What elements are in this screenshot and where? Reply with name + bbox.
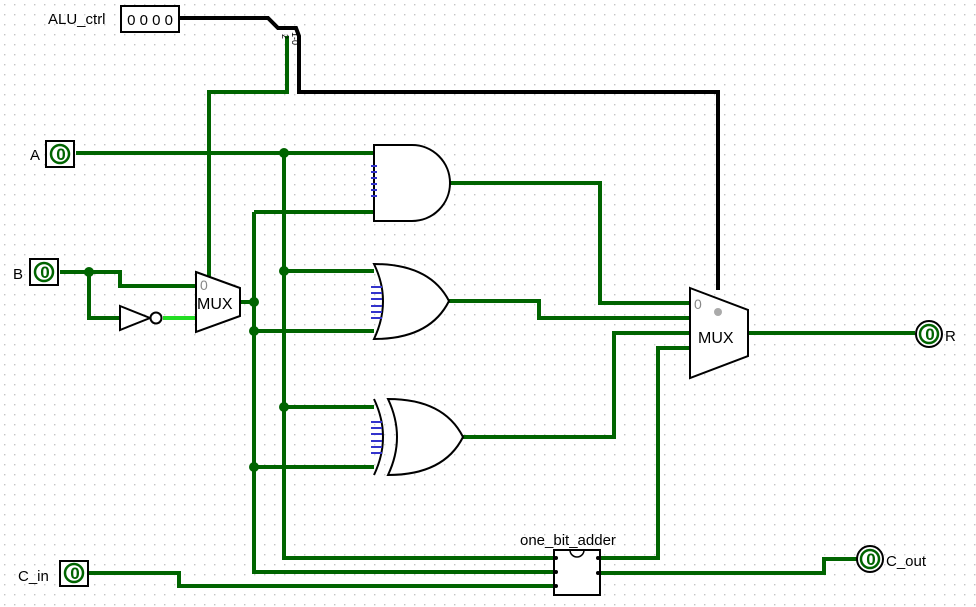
and-gate[interactable]: [371, 144, 451, 222]
adder-port: [554, 556, 558, 560]
c-in-label: C_in: [18, 568, 49, 585]
or-input-stubs: [371, 286, 382, 319]
bus-splitter[interactable]: 2 1-0: [280, 32, 300, 45]
junction-dot: [249, 297, 259, 307]
junction-dot: [84, 267, 94, 277]
alu-ctrl-bus[interactable]: [180, 16, 720, 290]
junction-dot: [279, 402, 289, 412]
wire-a-vertical[interactable]: [282, 153, 558, 560]
splitter-bit-label: 2: [280, 34, 290, 39]
wire-ctrl-bit2[interactable]: [207, 36, 289, 283]
wire-and-out[interactable]: [449, 181, 690, 305]
b-mux-index-0: 0: [200, 277, 208, 293]
wire-xor-out[interactable]: [463, 331, 690, 439]
adder-box: [553, 549, 601, 596]
alu-ctrl-value: 0 0 0 0: [127, 12, 173, 29]
xor-gate[interactable]: [371, 397, 465, 477]
or-gate[interactable]: [371, 262, 451, 341]
a-input-group: A 0: [30, 140, 75, 168]
adder-notch: [569, 549, 585, 558]
output-mux[interactable]: 0 MUX: [689, 286, 749, 380]
adder-port: [554, 584, 558, 588]
wire-b-to-not[interactable]: [87, 272, 120, 320]
c-out-pin-ring: [859, 548, 881, 570]
c-out-label: C_out: [886, 553, 927, 570]
output-mux-label: MUX: [698, 330, 734, 347]
junction-dot: [279, 148, 289, 158]
r-value: 0: [925, 325, 934, 344]
alu-ctrl-pin[interactable]: [120, 5, 180, 33]
output-mux-index-0: 0: [694, 296, 702, 312]
r-output-group: 0 R: [915, 320, 956, 348]
b-select-mux[interactable]: 0 MUX: [195, 270, 241, 334]
a-label: A: [30, 147, 40, 164]
b-input-group: B 0: [13, 258, 59, 286]
alu-ctrl-input-group: ALU_ctrl 0 0 0 0: [48, 5, 180, 33]
a-value: 0: [56, 145, 65, 164]
junction-dot: [249, 326, 259, 336]
r-label: R: [945, 328, 956, 345]
c-out-value: 0: [866, 550, 875, 569]
xor-input-stubs: [371, 421, 382, 454]
output-mux-select-dot: [714, 308, 722, 316]
wire-c-out[interactable]: [600, 557, 857, 575]
junction-dot: [279, 266, 289, 276]
a-pin-circle: [49, 143, 71, 165]
adder-port: [596, 571, 600, 575]
c-in-input-group: C_in 0: [18, 560, 89, 587]
b-value: 0: [40, 263, 49, 282]
wire-or-out[interactable]: [449, 299, 690, 320]
b-pin-circle: [33, 261, 55, 283]
and-input-stubs: [371, 165, 377, 197]
adder-label: one_bit_adder: [520, 532, 616, 549]
splitter-bit-label: 1-0: [290, 32, 300, 45]
junction-dot: [249, 462, 259, 472]
b-mux-label: MUX: [197, 296, 233, 313]
wire-junctions: [84, 148, 289, 472]
c-out-output-group: 0 C_out: [856, 545, 927, 573]
alu-ctrl-label: ALU_ctrl: [48, 11, 106, 28]
adder-port: [554, 570, 558, 574]
adder-port: [596, 556, 600, 560]
wire-sum-out[interactable]: [600, 346, 690, 560]
r-pin-ring: [918, 323, 940, 345]
one-bit-adder[interactable]: one_bit_adder: [520, 532, 616, 596]
c-in-pin-circle: [63, 562, 85, 584]
not-gate[interactable]: [119, 304, 163, 332]
b-label: B: [13, 266, 23, 283]
wire-c-in[interactable]: [89, 571, 558, 588]
wires: [60, 16, 915, 588]
c-in-value: 0: [70, 564, 79, 583]
